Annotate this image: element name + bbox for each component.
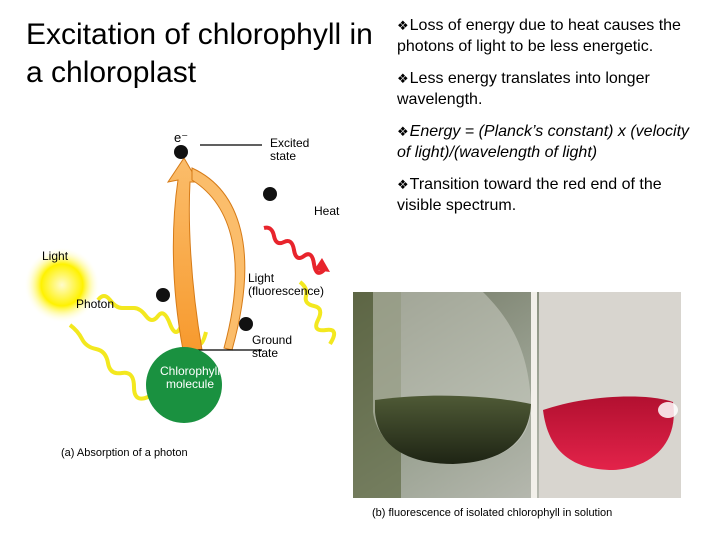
fluorescence-wave bbox=[298, 280, 337, 346]
electron-intermediate bbox=[263, 187, 277, 201]
slide-title: Excitation of chlorophyll in a chloropla… bbox=[26, 18, 373, 89]
molecule-label: Chlorophyll molecule bbox=[159, 364, 221, 391]
bullet-list: ❖Loss of energy due to heat causes the p… bbox=[397, 16, 697, 228]
diamond-arrow-bullet-icon: ❖ bbox=[397, 125, 409, 140]
bullet-text: Energy = (Planck’s constant) x (velocity… bbox=[397, 123, 690, 161]
electron-left bbox=[156, 288, 170, 302]
excited-state-label: Excited state bbox=[270, 136, 310, 163]
bullet-item: ❖Energy = (Planck’s constant) x (velocit… bbox=[397, 122, 697, 163]
excitation-diagram bbox=[24, 144, 337, 423]
bullet-item: ❖Transition toward the red end of the vi… bbox=[397, 175, 697, 216]
photon-label: Photon bbox=[76, 297, 115, 311]
heat-arrowhead bbox=[314, 258, 330, 272]
diagram-caption: (a) Absorption of a photon bbox=[61, 447, 188, 459]
electron-ground bbox=[239, 317, 253, 331]
photon-wave bbox=[68, 323, 164, 412]
bullet-text: Loss of energy due to heat causes the ph… bbox=[397, 17, 681, 55]
bullet-text: Less energy translates into longer wavel… bbox=[397, 70, 650, 108]
photo-caption: (b) fluorescence of isolated chlorophyll… bbox=[372, 507, 613, 519]
diamond-arrow-bullet-icon: ❖ bbox=[397, 72, 409, 87]
diamond-arrow-bullet-icon: ❖ bbox=[397, 19, 409, 34]
fluorescence-photo bbox=[353, 292, 681, 498]
diamond-arrow-bullet-icon: ❖ bbox=[397, 178, 409, 193]
light-label: Light bbox=[42, 249, 69, 263]
bullet-item: ❖Less energy translates into longer wave… bbox=[397, 69, 697, 110]
chlorophyll-molecule bbox=[146, 347, 222, 423]
fluorescence-label: Light (fluorescence) bbox=[248, 271, 325, 298]
bullet-text: Transition toward the red end of the vis… bbox=[397, 176, 662, 214]
ground-state-label: Ground state bbox=[252, 333, 293, 360]
sun-icon bbox=[24, 247, 100, 323]
electron-excited bbox=[174, 145, 188, 159]
electron-label: e⁻ bbox=[174, 130, 189, 145]
bullet-item: ❖Loss of energy due to heat causes the p… bbox=[397, 16, 697, 57]
heat-wave bbox=[263, 225, 326, 275]
relaxation-arrow bbox=[191, 167, 246, 351]
heat-label: Heat bbox=[314, 204, 340, 218]
excitation-arrow bbox=[166, 157, 203, 351]
